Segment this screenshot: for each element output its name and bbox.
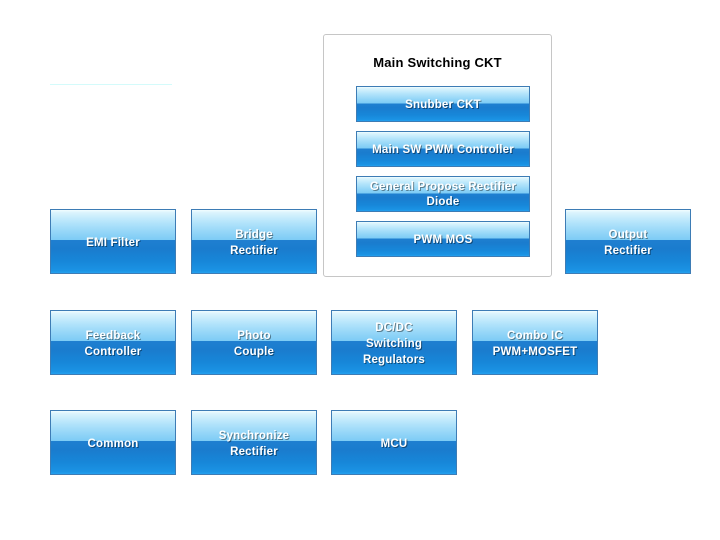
- block-output-rectifier[interactable]: Output Rectifier: [565, 209, 691, 274]
- block-dc-dc-switching-regulators[interactable]: DC/DC Switching Regulators: [331, 310, 457, 375]
- block-main-sw-pwm-controller[interactable]: Main SW PWM Controller: [356, 131, 530, 167]
- panel-title: Main Switching CKT: [373, 55, 502, 70]
- block-feedback-controller[interactable]: Feedback Controller: [50, 310, 176, 375]
- block-label: Combo IC PWM+MOSFET: [492, 329, 578, 358]
- block-label: General Propose Rectifier Diode: [369, 181, 517, 208]
- block-bridge-rectifier[interactable]: Bridge Rectifier: [191, 209, 317, 274]
- block-common[interactable]: Common: [50, 410, 176, 475]
- block-label: PWM MOS: [413, 233, 473, 246]
- block-label: Photo Couple: [233, 329, 275, 358]
- block-snubber-ckt[interactable]: Snubber CKT: [356, 86, 530, 122]
- block-synchronize-rectifier[interactable]: Synchronize Rectifier: [191, 410, 317, 475]
- block-label: EMI Filter: [86, 236, 140, 249]
- block-label: Output Rectifier: [604, 228, 652, 257]
- block-label: Bridge Rectifier: [230, 228, 278, 257]
- top-left-divider: [50, 84, 172, 85]
- block-label: Snubber CKT: [405, 98, 481, 111]
- block-photo-couple[interactable]: Photo Couple: [191, 310, 317, 375]
- block-pwm-mos[interactable]: PWM MOS: [356, 221, 530, 257]
- block-label: MCU: [380, 437, 408, 450]
- block-mcu[interactable]: MCU: [331, 410, 457, 475]
- block-label: Feedback Controller: [84, 329, 142, 358]
- block-emi-filter[interactable]: EMI Filter: [50, 209, 176, 274]
- block-general-propose-rectifier-diode[interactable]: General Propose Rectifier Diode: [356, 176, 530, 212]
- block-label: DC/DC Switching Regulators: [362, 321, 426, 366]
- block-label: Main SW PWM Controller: [372, 143, 514, 156]
- block-label: Synchronize Rectifier: [218, 429, 290, 458]
- block-label: Common: [87, 437, 139, 450]
- block-combo-ic-pwm-plus-mosfet[interactable]: Combo IC PWM+MOSFET: [472, 310, 598, 375]
